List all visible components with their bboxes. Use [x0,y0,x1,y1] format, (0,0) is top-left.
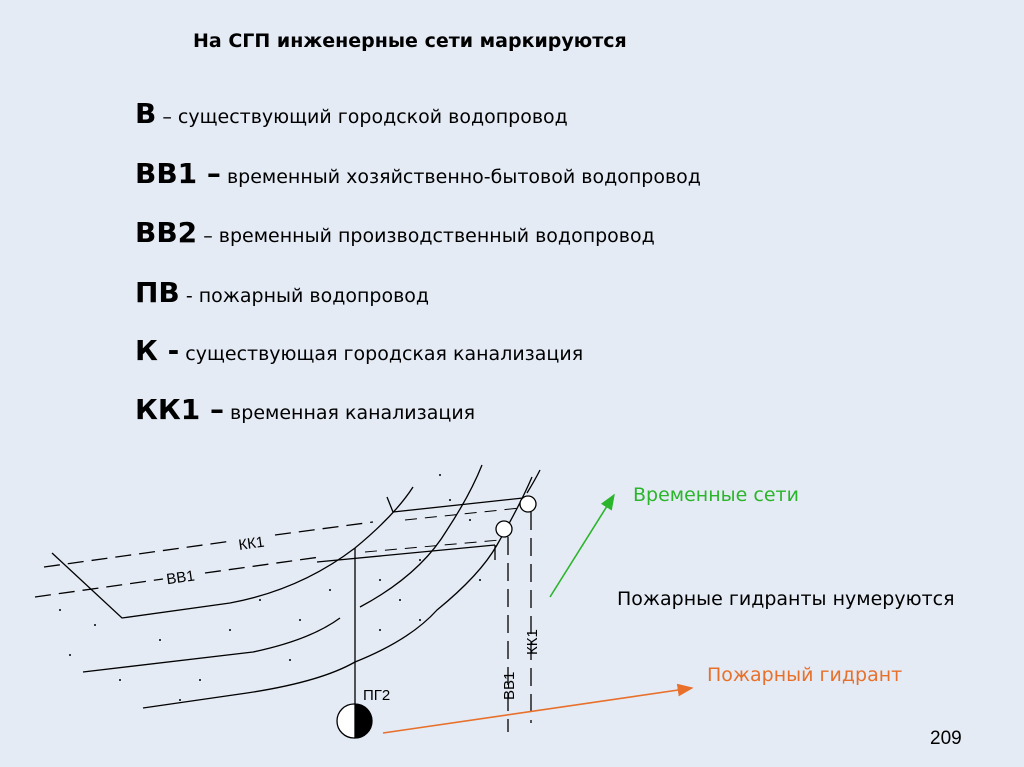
hydrant-label: ПГ2 [363,687,390,704]
legend-item-vv2: ВВ2 – временный производственный водопро… [135,216,655,249]
hydrants-numbered-label: Пожарные гидранты нумеруются [617,588,955,610]
vertical-bb1-label: ВВ1 [501,672,518,700]
legend-item-kk1: КК1 – временная канализация [135,393,476,426]
legend-item-k: К - существующая городская канализация [135,334,584,367]
kk1-line [43,521,374,568]
page-number: 209 [930,728,962,749]
kk1-label: КК1 [237,534,265,554]
legend-item-vv1: ВВ1 – временный хозяйственно-бытовой вод… [135,157,701,190]
vertical-kk1-label: КК1 [524,629,541,655]
road-curve-3 [142,476,533,709]
well-kk1 [519,495,537,513]
fire-hydrant-label: Пожарный гидрант [707,664,903,686]
road-curve-2 [82,464,483,673]
well-bb1 [495,520,513,538]
bb1-line [34,556,321,598]
legend-item-pv: ПВ - пожарный водопровод [135,276,430,309]
orange-arrow [382,683,694,734]
green-arrow [549,493,615,598]
legend-item-v: В – существующий городской водопровод [135,97,568,130]
slide-title: На СГП инженерные сети маркируются [193,30,627,52]
bb1-label: ВВ1 [165,567,195,588]
road-curve-1 [51,486,414,619]
temporary-networks-label: Временные сети [633,484,799,506]
